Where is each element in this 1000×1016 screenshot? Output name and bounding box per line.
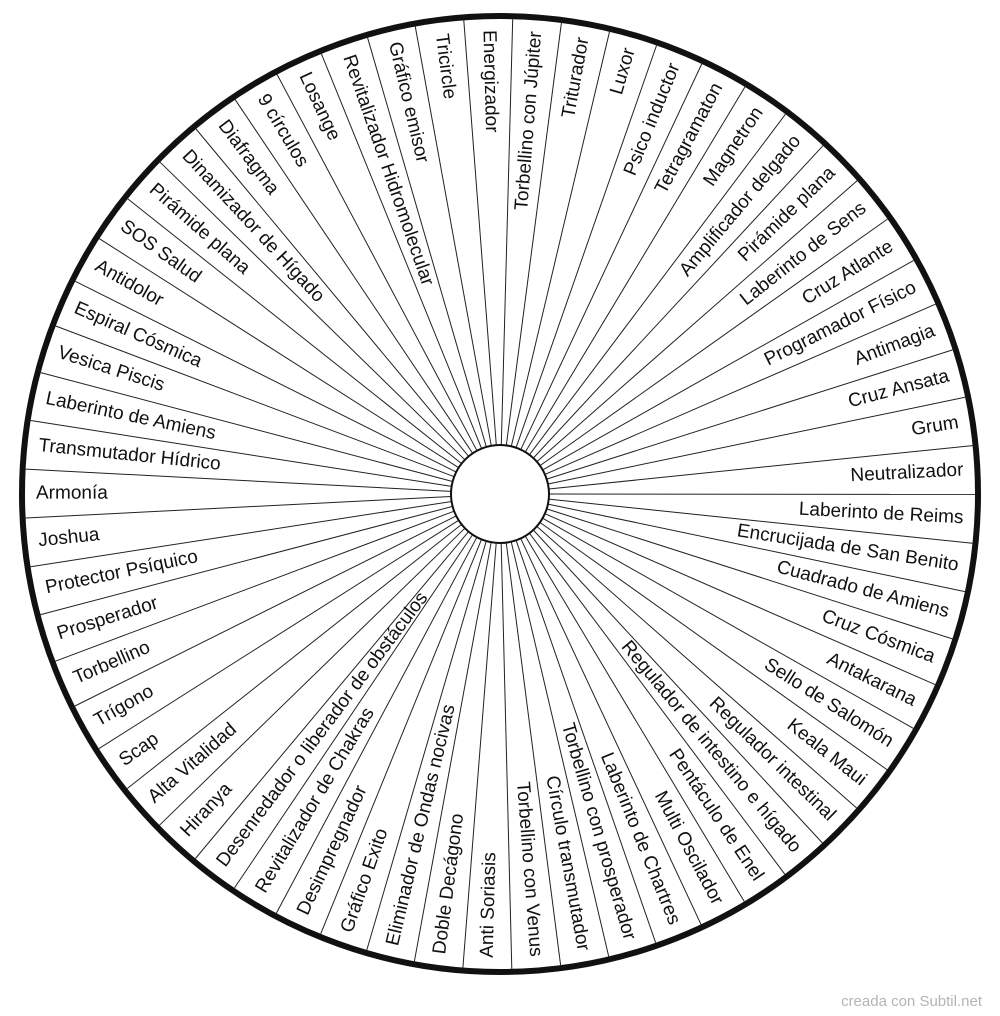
wheel-spoke — [195, 128, 469, 457]
wheel-spoke — [524, 535, 745, 902]
wheel-spokes — [25, 19, 976, 969]
wheel-spoke — [159, 161, 466, 461]
wheel-spoke — [127, 198, 462, 464]
wheel-spoke — [55, 510, 455, 662]
wheel-spoke — [520, 63, 703, 450]
wheel-spoke — [546, 508, 953, 640]
wheel-spoke — [520, 538, 702, 925]
wheel-spoke — [544, 303, 936, 475]
wheel-spoke — [547, 396, 966, 485]
wheel-spoke — [30, 501, 452, 568]
wheel-spoke — [528, 532, 786, 875]
wheel-spoke — [159, 527, 466, 826]
wheel-spoke — [320, 539, 482, 934]
wheel-spoke — [548, 498, 973, 544]
wheel-spoke — [30, 420, 452, 487]
credit-text: creada con Subtil.net — [841, 993, 982, 1010]
wheel-spoke — [462, 542, 497, 968]
wheel-spoke — [536, 526, 857, 809]
wheel-spoke — [98, 519, 459, 750]
wheel-spoke — [413, 542, 492, 962]
wheel-label: Anti Soriasis — [477, 852, 501, 958]
wheel-spoke — [524, 86, 746, 453]
wheel-spoke — [505, 542, 562, 966]
wheel-spoke — [536, 180, 858, 463]
wheel-spoke — [74, 515, 457, 707]
wheel-spoke — [234, 99, 474, 454]
wheel-spoke — [539, 218, 888, 467]
wheel-spoke — [367, 37, 487, 448]
wheel-spoke — [510, 541, 610, 957]
wheel-spoke — [463, 20, 497, 446]
wheel-spoke — [529, 113, 786, 456]
wheel-spoke — [515, 45, 657, 448]
wheel-label: Energizador — [478, 30, 502, 134]
wheel-spoke — [25, 468, 452, 492]
wheel-spoke — [548, 445, 973, 490]
wheel-spoke — [515, 540, 657, 943]
wheel-spoke — [510, 31, 610, 447]
wheel-spoke — [320, 53, 483, 449]
wheel-spoke — [99, 238, 459, 469]
wheel-spoke — [414, 26, 492, 446]
wheel-spoke — [500, 542, 513, 969]
wheel-spoke — [276, 74, 478, 451]
wheel-spoke — [75, 280, 457, 473]
wheel-spoke — [275, 536, 478, 914]
wheel-center-circle — [450, 444, 550, 544]
wheel-spoke — [126, 524, 462, 789]
wheel-spoke — [25, 496, 452, 519]
wheel-label: Armonía — [36, 483, 108, 504]
wheel-spoke — [547, 503, 966, 593]
wheel-spoke — [542, 259, 914, 471]
wheel-spoke — [40, 372, 453, 482]
wheel-spoke — [546, 349, 953, 480]
wheel-spoke — [366, 540, 487, 951]
wheel-spoke — [532, 145, 824, 459]
wheel-spoke — [234, 534, 474, 889]
wheel-spoke — [539, 521, 888, 771]
wheel-spoke — [195, 531, 469, 859]
wheel-spoke — [500, 19, 514, 446]
wheel-spoke — [544, 513, 936, 686]
wheel-spoke — [55, 325, 455, 478]
wheel-spoke — [40, 505, 453, 616]
wheel-spoke — [532, 529, 823, 844]
wheel-spoke — [542, 517, 914, 729]
wheel-spoke — [505, 22, 562, 446]
